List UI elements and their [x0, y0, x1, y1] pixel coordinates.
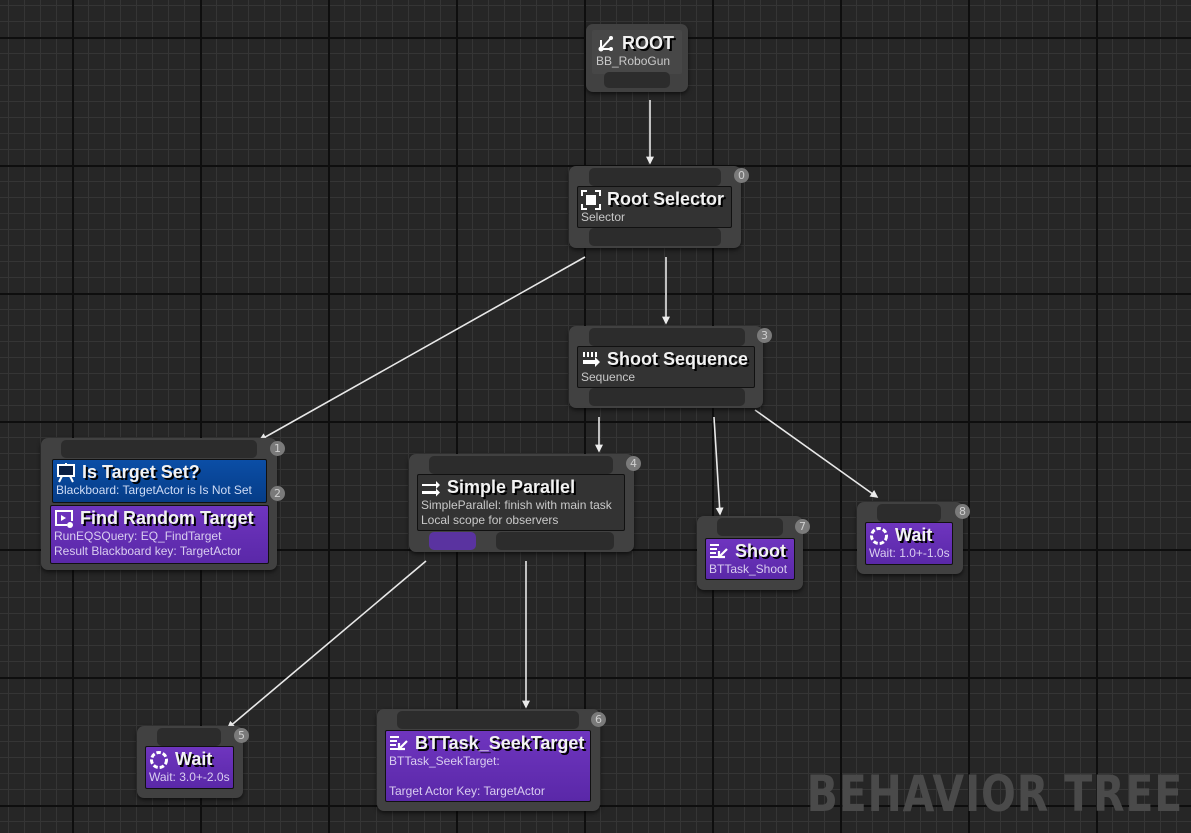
shoot-title: Shoot	[735, 541, 786, 561]
wait-8-title: Wait	[895, 525, 933, 545]
execution-index-badge: 3	[757, 328, 772, 343]
is-target-set-decorator[interactable]: Is Target Set? Blackboard: TargetActor i…	[52, 459, 267, 503]
find-target-input-pin[interactable]	[61, 440, 257, 458]
wait-8-task[interactable]: Wait Wait: 1.0+-1.0s	[865, 522, 953, 565]
shoot-input-pin[interactable]	[717, 518, 783, 536]
wait-5-input-pin[interactable]	[157, 728, 221, 746]
shoot-sequence-content: Shoot Sequence Sequence	[577, 346, 755, 388]
is-target-set-subtitle: Blackboard: TargetActor is Is Not Set	[56, 483, 252, 497]
wait-5-subtitle: Wait: 3.0+-2.0s	[149, 770, 230, 784]
find-random-target-line-1: RunEQSQuery: EQ_FindTarget	[54, 529, 222, 543]
simple-parallel-content: Simple Parallel SimpleParallel: finish w…	[417, 474, 625, 531]
execution-index-badge: 7	[795, 519, 810, 534]
wire-sequence-to-shoot	[713, 416, 724, 516]
root-selector-input-pin[interactable]	[589, 168, 721, 186]
shoot-node[interactable]: 7 Shoot BTTask_Shoot	[697, 516, 810, 590]
seek-target-line-1: BTTask_SeekTarget:	[389, 754, 500, 768]
root-output-pin[interactable]	[604, 72, 670, 88]
shoot-sequence-input-pin[interactable]	[589, 328, 745, 346]
wire-parallel-to-wait-5	[226, 560, 427, 730]
selector-icon	[581, 189, 601, 210]
seek-target-line-3: Target Actor Key: TargetActor	[389, 784, 545, 798]
simple-parallel-main-task-pin[interactable]	[429, 532, 476, 550]
execution-index-badge: 5	[234, 728, 249, 743]
find-random-target-title: Find Random Target	[80, 508, 254, 528]
simple-parallel-background-pin[interactable]	[496, 532, 614, 550]
shoot-sequence-subtitle: Sequence	[581, 370, 636, 384]
wait-5-title: Wait	[175, 749, 213, 769]
root-node-content: ROOT BB_RoboGun	[592, 30, 682, 74]
execution-index-badge: 8	[955, 504, 970, 519]
wait-5-task[interactable]: Wait Wait: 3.0+-2.0s	[145, 746, 234, 789]
shoot-sequence-output-pin[interactable]	[589, 388, 745, 406]
execution-index-badge: 6	[591, 712, 606, 727]
execution-index-badge: 0	[734, 168, 749, 183]
simple-parallel-title: Simple Parallel	[447, 477, 576, 497]
eqs-icon	[54, 509, 74, 529]
seek-target-input-pin[interactable]	[397, 711, 579, 729]
behavior-tree-watermark: BEHAVIOR TREE	[806, 765, 1183, 823]
simple-parallel-node[interactable]: 4 Simple Parallel SimpleParallel: finish…	[409, 454, 641, 552]
root-selector-node[interactable]: 0 Root Selector Selector	[569, 166, 749, 248]
shoot-task[interactable]: Shoot BTTask_Shoot	[705, 538, 795, 580]
execution-index-badge: 4	[626, 456, 641, 471]
wait-8-subtitle: Wait: 1.0+-1.0s	[869, 546, 950, 560]
root-selector-subtitle: Selector	[581, 210, 626, 224]
find-random-target-task[interactable]: Find Random Target RunEQSQuery: EQ_FindT…	[50, 505, 269, 564]
root-node[interactable]: ROOT BB_RoboGun	[586, 24, 688, 92]
wait-node-8[interactable]: 8 Wait Wait: 1.0+-1.0s	[857, 502, 970, 574]
seek-target-node[interactable]: 6 BTTask_SeekTarget BTTask_SeekTarget: T…	[377, 709, 606, 811]
shoot-sequence-node[interactable]: 3 Shoot Sequence Sequence	[569, 326, 772, 408]
wait-icon	[869, 526, 889, 546]
task-icon	[709, 542, 729, 562]
is-target-set-title: Is Target Set?	[82, 462, 200, 482]
root-selector-output-pin[interactable]	[589, 228, 721, 246]
wire-root-selector-to-find-target	[258, 256, 586, 441]
shoot-sequence-title: Shoot Sequence	[607, 349, 749, 369]
execution-index-badge: 2	[270, 486, 285, 501]
sequence-icon	[581, 350, 601, 370]
simple-parallel-line-1: SimpleParallel: finish with main task	[421, 498, 612, 512]
simple-parallel-input-pin[interactable]	[429, 456, 613, 474]
execution-index-badge: 1	[270, 441, 285, 456]
seek-target-line-2	[389, 769, 587, 784]
root-selector-title: Root Selector	[607, 189, 725, 209]
root-title: ROOT	[622, 33, 674, 53]
shoot-subtitle: BTTask_Shoot	[709, 562, 788, 576]
root-selector-content: Root Selector Selector	[577, 186, 732, 228]
find-target-node[interactable]: 1 Is Target Set? Blackboard: TargetActor…	[41, 438, 285, 570]
blackboard-icon	[56, 462, 76, 483]
find-random-target-line-2: Result Blackboard key: TargetActor	[54, 544, 242, 558]
wire-sequence-to-wait-8	[754, 409, 879, 498]
wait-node-5[interactable]: 5 Wait Wait: 3.0+-2.0s	[137, 726, 249, 798]
parallel-icon	[421, 478, 441, 498]
seek-target-task[interactable]: BTTask_SeekTarget BTTask_SeekTarget: Tar…	[385, 730, 591, 802]
task-icon	[389, 734, 409, 754]
root-icon	[596, 34, 616, 54]
root-subtitle: BB_RoboGun	[596, 54, 671, 68]
seek-target-title: BTTask_SeekTarget	[415, 733, 585, 753]
wait-8-input-pin[interactable]	[877, 504, 941, 522]
simple-parallel-line-2: Local scope for observers	[421, 513, 559, 527]
wait-icon	[149, 750, 169, 770]
